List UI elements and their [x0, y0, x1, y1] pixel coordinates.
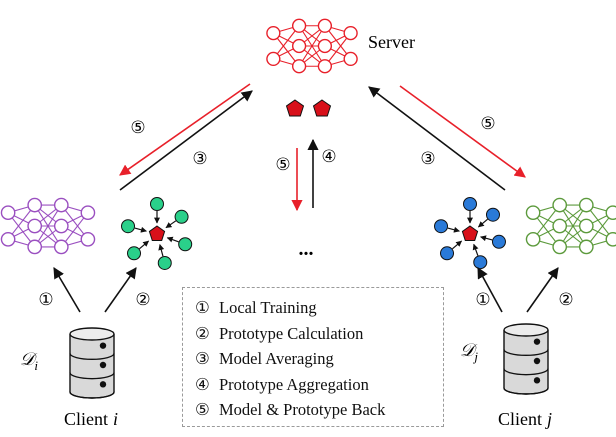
step-marker-4-center: ④	[321, 147, 336, 166]
client-j-prototype-icon	[434, 197, 506, 270]
client-i-database-icon	[69, 327, 115, 399]
client-i-model-icon	[0, 197, 96, 255]
step-marker-1-right: ①	[475, 290, 490, 309]
arrow-prototype-calc-client-i	[104, 267, 137, 313]
arrow-prototype-calc-client-j	[477, 267, 503, 313]
global-prototypes-icon	[285, 99, 332, 117]
arrow-local-training-client-j	[526, 267, 559, 313]
step-marker-5-right: ⑤	[480, 114, 495, 133]
step-marker-2-left: ②	[135, 290, 150, 309]
client-j-database-icon	[503, 323, 549, 395]
step-marker-3-left: ③	[192, 149, 207, 168]
server-model-icon	[266, 18, 358, 74]
client-j-model-icon	[525, 197, 616, 255]
step-marker-3-right: ③	[420, 149, 435, 168]
client-i-prototype-icon	[121, 197, 193, 270]
step-marker-2-right: ②	[558, 290, 573, 309]
arrow-local-training-client-i	[53, 267, 81, 313]
step-marker-1-left: ①	[38, 290, 53, 309]
dataset-j-label: 𝒟j	[460, 340, 478, 364]
ellipsis: ...	[299, 238, 314, 260]
arrow-model-averaging-client-j	[368, 86, 506, 191]
server-label: Server	[368, 32, 415, 52]
step-marker-5-left: ⑤	[130, 118, 145, 137]
dataset-i-label: 𝒟i	[20, 349, 38, 373]
arrow-model-averaging-client-i	[119, 90, 253, 191]
arrow-model-back-client-j	[399, 85, 526, 178]
step-marker-5-center: ⑤	[275, 155, 290, 174]
arrow-model-back-client-i	[119, 83, 251, 176]
